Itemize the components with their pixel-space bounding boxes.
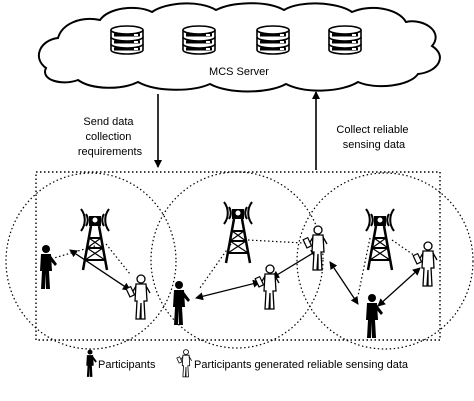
legend-participants: Participants <box>98 359 156 371</box>
person-with-phone-icon <box>412 241 438 287</box>
person-icon <box>366 294 383 338</box>
cell-tower-icon <box>222 200 254 265</box>
database-icon <box>328 25 362 55</box>
database-icon <box>182 25 216 55</box>
coverage-area <box>150 171 324 349</box>
cloud-icon <box>37 2 441 93</box>
person-icon <box>86 349 97 377</box>
person-with-phone-icon <box>125 274 151 320</box>
person-icon <box>173 281 190 325</box>
collect-arrow-label: Collect reliable sensing data <box>336 124 411 151</box>
participant-links <box>69 249 421 307</box>
database-icon <box>110 25 144 55</box>
send-arrow-label: Send data collection requirements <box>78 116 143 158</box>
legend: Participants Participants generated reli… <box>86 349 409 378</box>
legend-reliable: Participants generated reliable sensing … <box>194 359 409 371</box>
person-with-phone-icon <box>254 264 280 310</box>
sensing-region <box>35 171 441 341</box>
person-with-phone-icon <box>176 349 192 378</box>
person-with-phone-icon <box>302 225 328 271</box>
server-label: MCS Server <box>209 66 269 78</box>
database-icon <box>256 25 290 55</box>
tower-links <box>53 237 419 297</box>
cell-tower-icon <box>79 207 111 272</box>
coverage-area <box>5 172 177 350</box>
person-icon <box>40 245 57 289</box>
